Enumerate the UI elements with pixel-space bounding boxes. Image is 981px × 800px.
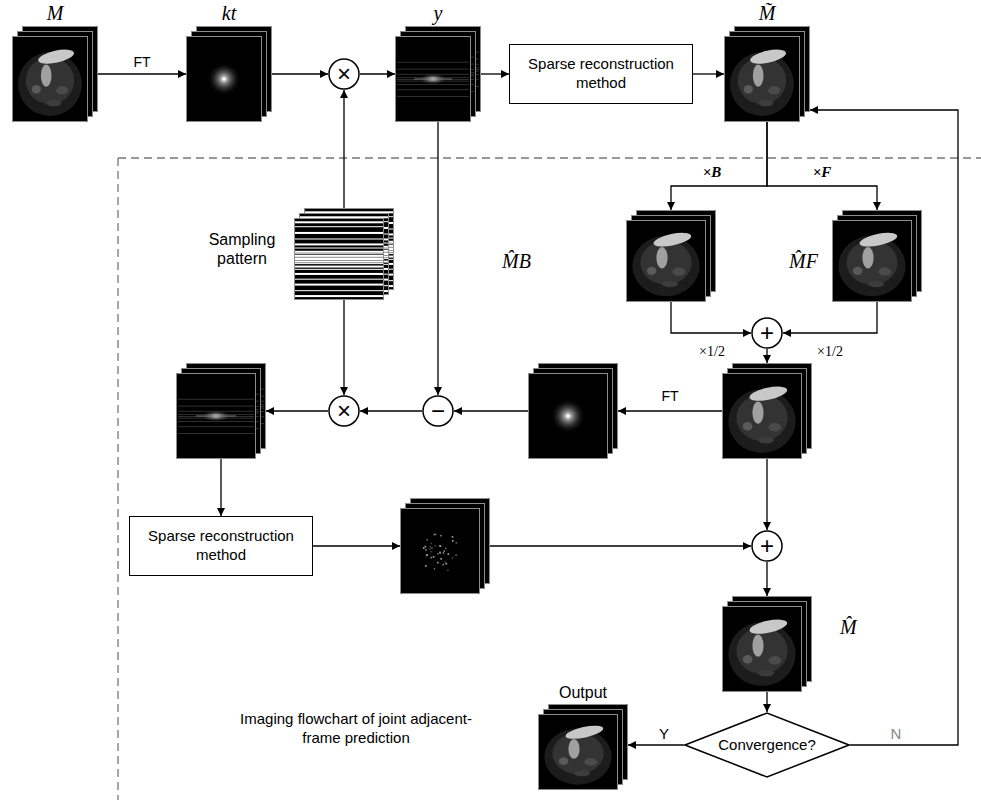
- image-stack: M̂F: [832, 210, 922, 302]
- process-box: Sparse reconstruction method: [129, 516, 313, 576]
- operator-symbol: ×: [337, 62, 351, 86]
- image-label: kt: [222, 2, 236, 24]
- connector-arrow: [360, 410, 422, 411]
- edge-label: N: [889, 725, 904, 742]
- edge-label: ×F: [811, 164, 834, 181]
- image-label: M̂: [840, 616, 857, 638]
- image-label: Sampling pattern: [202, 230, 282, 268]
- connector-arrow: [693, 73, 724, 74]
- connector-arrow: [266, 410, 328, 411]
- dashed-line: [118, 157, 981, 158]
- edge-label: ×1/2: [697, 344, 727, 360]
- connector-arrow: [766, 349, 767, 363]
- image-stack: M̂B: [626, 210, 716, 302]
- box-text: Sparse reconstruction method: [137, 527, 305, 565]
- image-stack-art: [832, 210, 922, 302]
- sampled-kspace-stack: y: [395, 26, 481, 122]
- connector-arrow: [343, 300, 344, 395]
- image-stack-art: [538, 704, 628, 790]
- sampling-pattern: Sampling pattern: [294, 208, 394, 300]
- connector-arrow: [454, 410, 528, 411]
- image-stack-art: [722, 363, 812, 459]
- kspace-stack: kt: [186, 26, 272, 122]
- image-stack: [722, 363, 812, 459]
- image-stack-art: [395, 26, 481, 122]
- image-stack-art: [724, 26, 810, 122]
- connector-arrow: [767, 122, 877, 210]
- connector-arrow: [220, 459, 221, 516]
- image-label: M: [47, 2, 64, 24]
- decision-diamond: Convergence?: [684, 712, 850, 778]
- residual-image-stack: [400, 498, 490, 594]
- edge-label: ×1/2: [815, 344, 845, 360]
- subtract-node: −: [422, 395, 454, 427]
- connector-arrow: [671, 302, 751, 333]
- connector-arrow: [766, 692, 767, 712]
- image-label: Output: [559, 683, 607, 702]
- operator-symbol: −: [431, 399, 445, 423]
- connector-arrow: [628, 744, 684, 745]
- image-label: M̂F: [789, 250, 818, 272]
- connector-arrow: [437, 122, 438, 395]
- image-stack-art: [400, 498, 490, 594]
- edge-label: FT: [131, 54, 152, 70]
- image-label: M̃: [759, 2, 776, 24]
- image-stack-art: [12, 26, 98, 122]
- operator-symbol: +: [760, 534, 774, 558]
- connector-arrow: [766, 562, 767, 596]
- image-stack-art: [722, 596, 812, 692]
- image-stack-art: [294, 208, 394, 300]
- image-label: y: [434, 2, 443, 24]
- image-stack: M̃: [724, 26, 810, 122]
- multiply-node: ×: [328, 58, 360, 90]
- operator-symbol: +: [760, 321, 774, 345]
- output-stack: Output: [538, 704, 628, 790]
- flowchart-note: Imaging flowchart of joint adjacent-fram…: [231, 709, 481, 748]
- image-stack-art: [176, 363, 266, 459]
- connector-arrow: [490, 545, 751, 546]
- connector-arrow: [481, 73, 509, 74]
- sum-node: +: [751, 530, 783, 562]
- kspace-stack: [528, 363, 618, 459]
- sum-node: +: [751, 317, 783, 349]
- image-stack-art: [186, 26, 272, 122]
- connector-arrow: [671, 122, 767, 210]
- edge-label: Y: [657, 725, 671, 742]
- decision-text: Convergence?: [718, 736, 816, 754]
- connector-arrow: [343, 90, 344, 208]
- image-stack: M: [12, 26, 98, 122]
- dashed-line: [117, 158, 118, 800]
- connector-arrow: [766, 459, 767, 530]
- image-stack-art: [626, 210, 716, 302]
- residual-kspace-stack: [176, 363, 266, 459]
- process-box: Sparse reconstruction method: [509, 44, 693, 104]
- edge-label: ×B: [701, 164, 724, 181]
- connector-arrow: [810, 110, 958, 745]
- connector-arrow: [618, 410, 722, 411]
- image-label: M̂B: [502, 250, 531, 272]
- box-text: Sparse reconstruction method: [517, 55, 685, 93]
- image-stack: M̂: [722, 596, 812, 692]
- connector-arrow: [313, 545, 400, 546]
- connector-arrow: [360, 73, 395, 74]
- connector-arrow: [272, 73, 328, 74]
- multiply-node: ×: [328, 395, 360, 427]
- operator-symbol: ×: [337, 399, 351, 423]
- connector-arrow: [783, 302, 877, 333]
- edge-label: FT: [659, 388, 680, 404]
- image-stack-art: [528, 363, 618, 459]
- connector-arrow: [98, 73, 186, 74]
